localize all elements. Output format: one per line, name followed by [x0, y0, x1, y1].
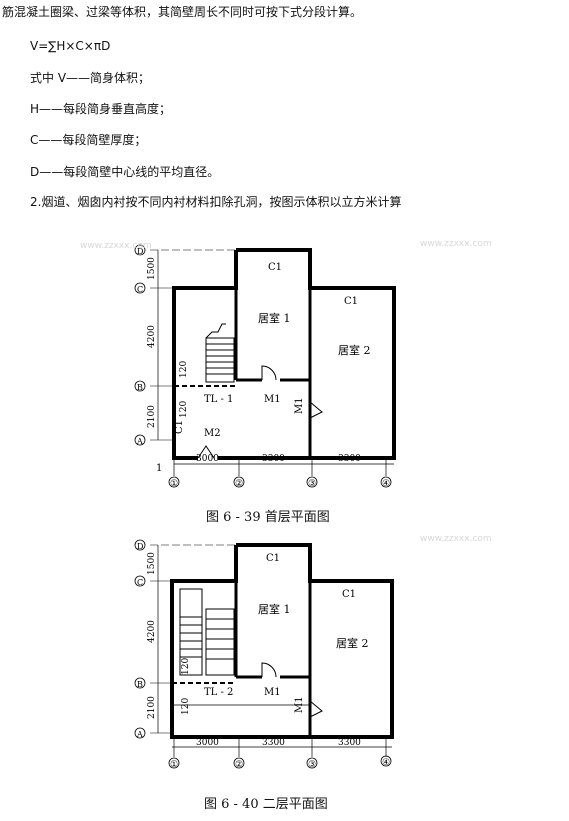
label-m1-a: M1	[264, 687, 281, 698]
floor-plan-2: C1 C1 居室 1 居室 2 TL - 2 M1 M1 1500 4200 2…	[134, 534, 492, 770]
figure-6-40: C1 C1 居室 1 居室 2 TL - 2 M1 M1 1500 4200 2…	[0, 525, 569, 817]
axis-d: D	[137, 247, 143, 256]
label-c1-right: C1	[342, 589, 356, 600]
dim-3300-b: 3300	[338, 738, 361, 748]
dim-120-b: 120	[181, 698, 191, 715]
item-2-text: 2.烟道、烟囱内衬按不同内衬材料扣除孔洞，按图示体积以立方米计算	[30, 195, 402, 209]
dim-120-a: 120	[179, 361, 189, 378]
definition-v: 式中 V——简身体积；	[30, 71, 151, 85]
axis-1: ①	[170, 760, 178, 770]
dim-4200: 4200	[147, 325, 157, 348]
dim-1500: 1500	[147, 552, 157, 575]
label-tl: TL - 2	[204, 687, 233, 698]
caption-fig-6-40: 图 6 - 40 二层平面图	[204, 797, 328, 812]
axis-c: C	[137, 578, 143, 587]
axis-2: ②	[235, 479, 243, 489]
dim-3300-a: 3300	[262, 738, 285, 748]
dim-3300-b: 3300	[338, 454, 361, 464]
axis-a: A	[136, 730, 143, 739]
label-m2: M2	[204, 428, 221, 439]
figure-6-39: C1 C1 居室 1 居室 2 TL - 1 M1 M1 M2 C1 1500 …	[0, 220, 569, 530]
definition-h: H——每段简身垂直高度；	[30, 102, 172, 116]
label-c1-right: C1	[344, 296, 358, 307]
watermark-1: www.zzxxx.com	[80, 241, 152, 251]
dim-1500: 1500	[147, 257, 157, 280]
axis-1: ①	[170, 479, 178, 489]
axis-b: B	[137, 383, 143, 392]
caption-fig-6-39: 图 6 - 39 首层平面图	[206, 510, 330, 525]
label-m1-a: M1	[264, 394, 281, 405]
axis-d: D	[137, 542, 143, 551]
dim-2100: 2100	[147, 405, 157, 428]
label-m1-b: M1	[294, 696, 305, 713]
definition-c: C——每段简壁厚度；	[30, 133, 147, 147]
floor-plan-1: C1 C1 居室 1 居室 2 TL - 1 M1 M1 M2 C1 1500 …	[80, 239, 492, 489]
dim-120-a: 120	[181, 658, 191, 675]
dim-3300-a: 3300	[262, 454, 285, 464]
paragraph-line-1: 筋混凝土圈梁、过梁等体积，其简壁周长不同时可按下式分段计算。	[2, 5, 363, 19]
mark-1: 1	[156, 463, 162, 474]
room-2-label: 居室 2	[336, 636, 369, 650]
definition-d: D——每段简壁中心线的平均直径。	[30, 165, 220, 179]
axis-c: C	[137, 285, 143, 294]
axis-3: ③	[308, 479, 316, 489]
formula: V=∑H×C×πD	[30, 39, 111, 53]
axis-4: ④	[382, 758, 390, 768]
axis-3: ③	[308, 760, 316, 770]
room-1-label: 居室 1	[258, 602, 291, 616]
dim-120-b: 120	[179, 401, 189, 418]
label-c1-top: C1	[268, 262, 282, 273]
dim-3000: 3000	[196, 738, 219, 748]
axis-b: B	[137, 680, 143, 689]
dim-3000: 3000	[196, 454, 219, 464]
room-2-label: 居室 2	[338, 343, 371, 357]
label-c1-left: C1	[174, 420, 185, 434]
axis-a: A	[136, 437, 143, 446]
label-m1-b: M1	[294, 397, 305, 414]
watermark-2: www.zzxxx.com	[420, 239, 492, 249]
axis-2: ②	[235, 760, 243, 770]
room-1-label: 居室 1	[258, 311, 291, 325]
dim-2100: 2100	[147, 696, 157, 719]
label-c1-top: C1	[266, 553, 280, 564]
axis-4: ④	[382, 479, 390, 489]
label-tl: TL - 1	[204, 394, 233, 405]
watermark-3: www.zzxxx.com	[420, 534, 492, 544]
dim-4200: 4200	[147, 620, 157, 643]
